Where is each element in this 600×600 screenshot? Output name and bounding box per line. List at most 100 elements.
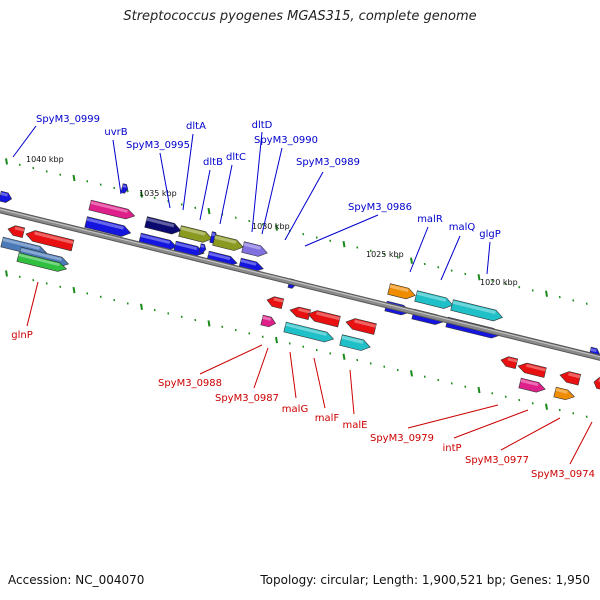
gene-arrow[interactable] <box>7 224 26 239</box>
gene-arrow[interactable] <box>518 377 547 394</box>
leader-line-spym3-0986 <box>304 214 379 247</box>
leader-line-spym3-0988 <box>199 344 263 375</box>
gene-features[interactable] <box>0 183 600 402</box>
gene-label-uvrb: uvrB <box>104 127 127 138</box>
scale-tick <box>504 282 507 286</box>
gene-arrow-body <box>387 283 416 300</box>
gene-arrow[interactable] <box>260 314 277 328</box>
accession-text: Accession: NC_004070 <box>8 573 145 587</box>
gene-arrow-shine <box>285 323 327 336</box>
gene-arrow[interactable] <box>198 243 207 254</box>
scale-tick <box>126 190 129 193</box>
gene-arrow-shine <box>568 372 581 379</box>
gene-label-male: malE <box>343 420 368 431</box>
scale-tick <box>86 180 89 183</box>
backbone-highlight <box>0 208 600 358</box>
scale-tick <box>410 370 413 377</box>
gene-arrow-body <box>84 216 132 237</box>
scale-tick <box>72 174 76 182</box>
scale-tick <box>585 302 588 305</box>
gene-label-spym3-0979: SpyM3_0979 <box>370 433 434 444</box>
scale-tick <box>248 219 251 223</box>
gene-arrow-body <box>16 252 68 272</box>
gene-arrow-shine <box>90 201 128 213</box>
scale-tick <box>572 412 575 415</box>
genome-backbone <box>0 207 600 361</box>
gene-arrow[interactable] <box>0 190 13 204</box>
leader-line-spym3-0999 <box>12 125 37 158</box>
scale-tick <box>113 186 116 190</box>
gene-arrow-body <box>553 386 575 401</box>
genome-title: Streptococcus pyogenes MGAS315, complete… <box>123 9 477 24</box>
gene-arrow[interactable] <box>178 225 214 245</box>
gene-label-spym3-0974: SpyM3_0974 <box>531 469 595 480</box>
gene-arrow-shine <box>200 244 205 248</box>
gene-arrow[interactable] <box>345 317 377 335</box>
scale-tick <box>423 262 426 266</box>
gene-arrow[interactable] <box>144 216 183 236</box>
scale-tick <box>342 240 346 248</box>
scale-tick <box>126 302 129 305</box>
gene-arrow-shine <box>214 235 237 244</box>
gene-label-glnp: glnP <box>11 330 33 341</box>
gene-arrow-shine <box>208 252 231 261</box>
gene-arrow-body <box>212 234 244 251</box>
leader-line-dlta <box>182 133 194 211</box>
scale-tick <box>180 203 183 206</box>
gene-arrow[interactable] <box>593 377 600 391</box>
leader-line-dltc <box>219 164 233 225</box>
gene-arrow[interactable] <box>289 305 311 321</box>
gene-arrow[interactable] <box>120 183 129 194</box>
scale-tick <box>369 249 372 252</box>
gene-arrow[interactable] <box>25 229 75 252</box>
gene-arrow-shine <box>14 226 25 232</box>
scale-tick <box>32 166 35 170</box>
gene-arrow-body <box>88 199 136 220</box>
gene-arrow[interactable] <box>138 232 178 252</box>
gene-label-dlta: dltA <box>186 121 206 132</box>
gene-arrow-body <box>593 377 600 391</box>
gene-label-spym3-0999: SpyM3_0999 <box>36 114 100 125</box>
gene-arrow[interactable] <box>266 295 285 310</box>
gene-arrow[interactable] <box>84 216 132 239</box>
gene-arrow-body <box>289 306 311 321</box>
scale-tick <box>248 332 251 335</box>
gene-label-dltc: dltC <box>226 152 246 163</box>
gene-label-malq: malQ <box>449 222 476 233</box>
gene-arrow-shine <box>389 284 409 293</box>
gene-arrow[interactable] <box>307 309 341 328</box>
scale-tick <box>531 402 534 405</box>
leader-line-malg <box>289 351 297 399</box>
gene-label-spym3-0990: SpyM3_0990 <box>254 135 318 146</box>
gene-arrow[interactable] <box>517 361 547 378</box>
gene-label-spym3-0977: SpyM3_0977 <box>465 455 529 466</box>
scale-tick <box>18 275 21 278</box>
scale-tick <box>450 382 453 385</box>
gene-arrow[interactable] <box>339 334 372 353</box>
gene-arrow[interactable] <box>212 234 245 253</box>
gene-arrow[interactable] <box>283 321 335 344</box>
scale-tick <box>153 308 156 312</box>
gene-arrow[interactable] <box>500 355 519 370</box>
scale-tick <box>437 378 440 382</box>
scale-tick <box>72 286 76 294</box>
gene-arrow-shine <box>2 238 40 250</box>
gene-arrow[interactable] <box>241 241 269 259</box>
gene-arrow-body <box>260 314 277 328</box>
gene-arrow-shine <box>175 242 198 251</box>
scale-tick <box>18 163 21 166</box>
gene-arrow[interactable] <box>553 386 576 401</box>
gene-arrow[interactable] <box>16 252 68 274</box>
gene-arrow-shine <box>590 348 597 353</box>
gene-arrow[interactable] <box>559 370 582 386</box>
gene-arrow[interactable] <box>387 283 417 301</box>
scale-tick <box>261 335 264 338</box>
gene-arrow[interactable] <box>414 290 455 311</box>
kbp-label: 1020 kbp <box>480 278 518 287</box>
gene-arrow-body <box>283 321 335 343</box>
gene-arrow[interactable] <box>88 199 136 221</box>
gene-arrow[interactable] <box>450 299 504 323</box>
gene-arrow-shine <box>452 300 496 315</box>
scale-tick <box>194 206 197 209</box>
